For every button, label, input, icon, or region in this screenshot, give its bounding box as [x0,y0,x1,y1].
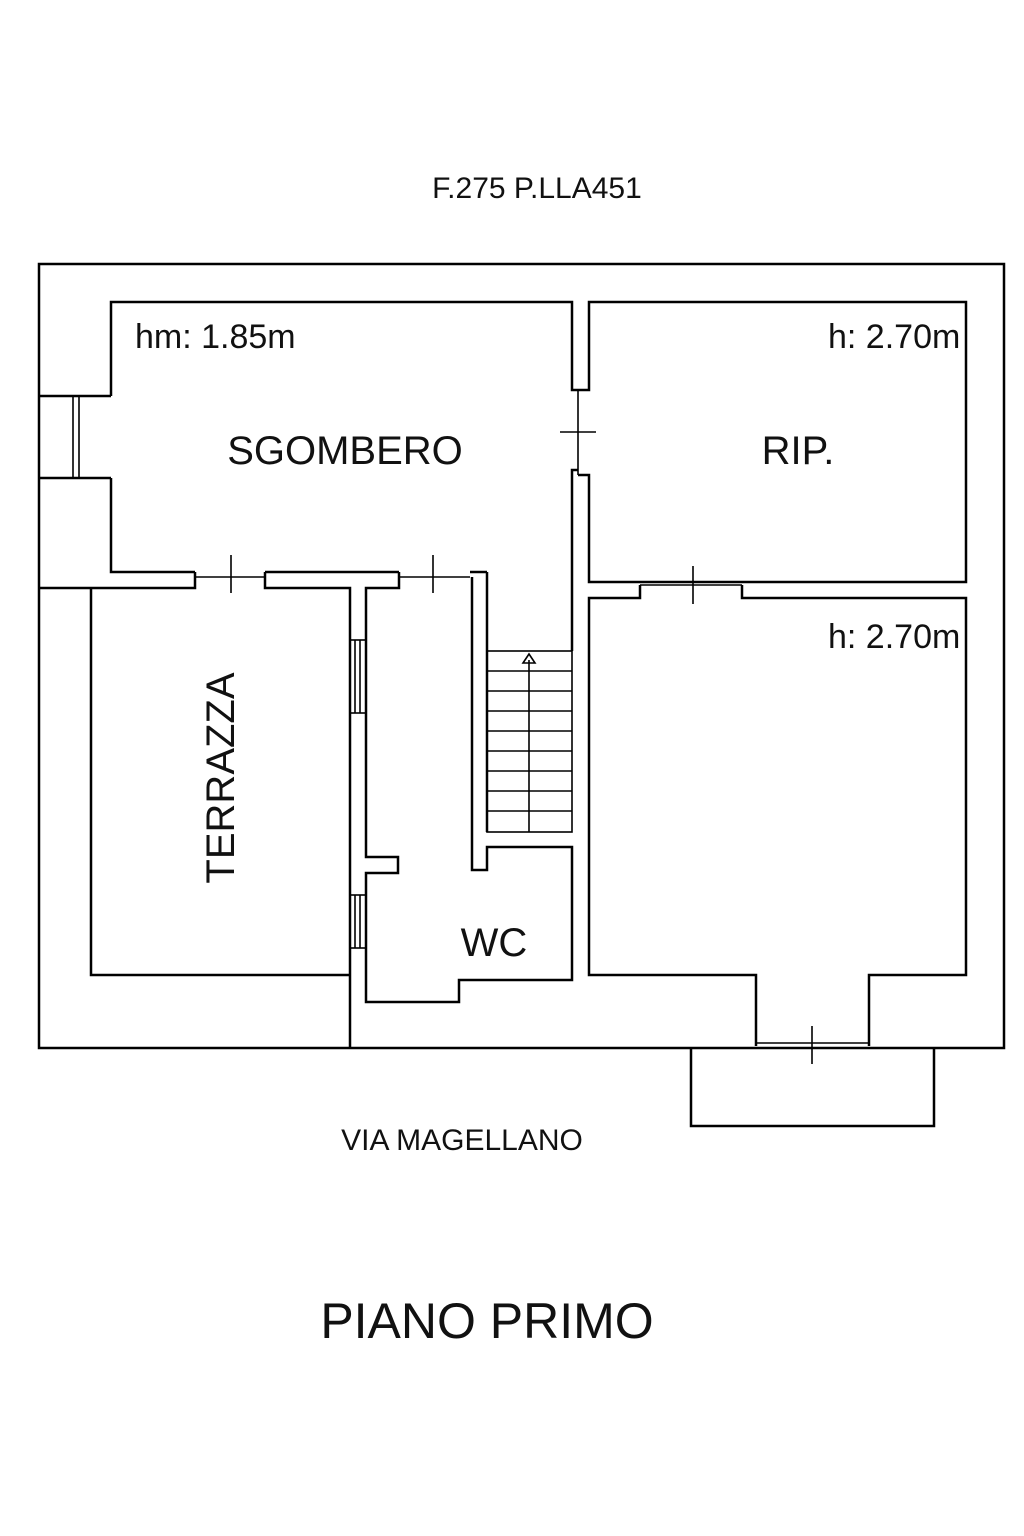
parcel-label: F.275 P.LLA451 [432,172,642,205]
sgombero-wall-right [570,468,578,651]
terrazza-label: TERRAZZA [199,672,243,883]
sgombero-height: hm: 1.85m [135,318,296,356]
sgombero-wall-top [109,300,578,396]
wc-label: WC [461,921,528,965]
sgombero-wall-left [109,478,195,574]
street-label: VIA MAGELLANO [341,1124,583,1157]
window-corridor [349,639,367,949]
walls [37,262,1006,1128]
floor-title: PIANO PRIMO [320,1293,653,1349]
sgombero-label: SGOMBERO [227,429,463,473]
balcony [689,1048,936,1128]
room-lower-right-walls [587,585,758,1046]
wc-walls [364,572,574,1004]
rip-walls [578,300,968,584]
rip-label: RIP. [762,429,835,473]
terrazza-walls [263,572,352,1048]
room-height: h: 2.70m [828,618,960,656]
arrow-head-icon [521,652,537,664]
staircase [486,650,573,833]
labels: F.275 P.LLA451 hm: 1.85m SGOMBERO h: 2.7… [135,172,960,1349]
rip-height: h: 2.70m [828,318,960,356]
outer-wall [37,262,1006,1050]
